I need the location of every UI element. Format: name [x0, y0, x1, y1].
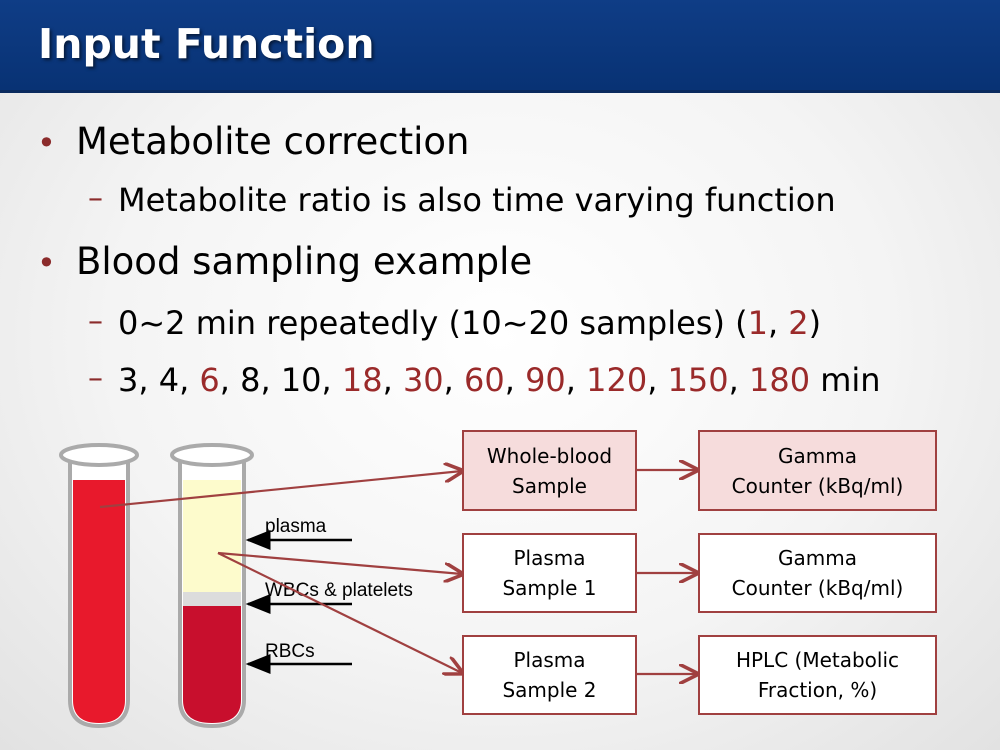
box-line: Sample 2 [502, 678, 597, 702]
separator: , [443, 361, 464, 399]
sampling-time: 90 [525, 361, 566, 399]
plasma-sample-2-arrow [217, 552, 462, 673]
separator: , [504, 361, 526, 399]
separator: , [260, 361, 281, 399]
sample-ref-1: 1 [747, 304, 768, 342]
dash: – [88, 304, 103, 339]
separator: , [179, 361, 200, 399]
sub-bullet-repeated-sampling: 0~2 min repeatedly (10~20 samples) (1, 2… [118, 304, 821, 342]
sub-bullet-sampling-times: 3, 4, 6, 8, 10, 18, 30, 60, 90, 120, 150… [118, 361, 881, 399]
box-line: Plasma [513, 546, 586, 570]
box-line: Gamma [778, 443, 857, 468]
sampling-time: 6 [199, 361, 220, 399]
dash: – [88, 361, 103, 396]
separated-blood-tube [170, 443, 254, 729]
slide-title: Input Function [38, 20, 375, 68]
separator: , [138, 361, 159, 399]
box-line: Whole-blood [486, 443, 613, 468]
whole-blood-arrow [99, 471, 462, 509]
sampling-time: 4 [158, 361, 180, 399]
sampling-time: 18 [341, 361, 383, 399]
box-line: Sample 1 [502, 576, 597, 600]
bullet-dot: • [37, 244, 56, 282]
sampling-time: 150 [667, 361, 729, 399]
separator: , [565, 361, 587, 399]
sampling-time: 60 [464, 361, 505, 399]
sampling-text: 0~2 min repeatedly (10~20 samples) ( [118, 304, 748, 342]
sampling-times: 3, 4, 6, 8, 10, 18, 30, 60, 90, 120, 150… [118, 361, 810, 399]
sampling-time: 180 [748, 361, 811, 399]
sampling-time: 10 [280, 361, 322, 399]
plasma-sample-1-arrow [217, 551, 462, 574]
box-line: Fraction, %) [757, 678, 878, 702]
box-line: Counter (kBq/ml) [731, 473, 904, 498]
sampling-time: 8 [240, 361, 261, 399]
dash: – [88, 181, 103, 216]
separator: , [647, 361, 668, 399]
bullet-dot: • [37, 124, 56, 162]
wbc-label: WBCs & platelets [265, 580, 413, 601]
bullet-blood-sampling: Blood sampling example [76, 240, 533, 283]
whole-blood-tube [59, 443, 139, 729]
rbc-label: RBCs [265, 641, 315, 662]
sampling-unit: min [810, 361, 881, 399]
separator: , [321, 361, 342, 399]
bullet-metabolite: Metabolite correction [76, 120, 470, 163]
sampling-sep: , [767, 304, 789, 342]
sampling-time: 3 [118, 361, 139, 399]
box-line: Counter (kBq/ml) [731, 576, 904, 600]
separator: , [219, 361, 241, 399]
sampling-time: 120 [586, 361, 648, 399]
separator: , [382, 361, 403, 399]
sampling-time: 30 [402, 361, 444, 399]
sample-ref-2: 2 [788, 304, 809, 342]
separator: , [728, 361, 749, 399]
sampling-close: ) [808, 304, 822, 342]
box-line: Plasma [513, 648, 586, 672]
box-line: HPLC (Metabolic [735, 648, 900, 672]
plasma-label: plasma [265, 516, 327, 537]
box-line: Gamma [778, 546, 857, 570]
box-line: Sample [512, 473, 587, 498]
title-bar: Input Function [0, 0, 1000, 93]
sub-bullet-metabolite-ratio: Metabolite ratio is also time varying fu… [118, 181, 836, 219]
